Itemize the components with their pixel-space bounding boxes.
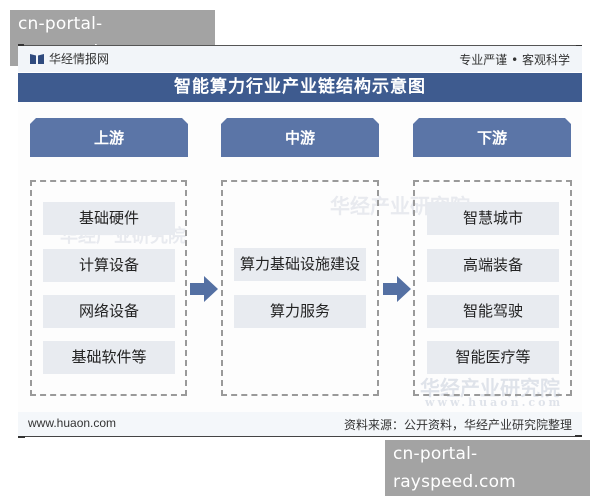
upstream-container <box>30 180 187 396</box>
downstream-item: 智能医疗等 <box>427 341 559 374</box>
site-watermark-bottom: cn-portal-rayspeed.com <box>385 440 590 496</box>
midstream-container <box>221 180 379 396</box>
column-header-upstream: 上游 <box>30 118 188 157</box>
downstream-item: 智能驾驶 <box>427 295 559 328</box>
arrow-right-icon <box>190 276 218 302</box>
book-logo-icon <box>30 53 44 64</box>
bottom-rule <box>18 435 582 438</box>
upstream-item: 网络设备 <box>43 295 175 328</box>
source-note: 资料来源：公开资料，华经产业研究院整理 <box>343 418 572 432</box>
column-header-midstream: 中游 <box>221 118 379 157</box>
footer: www.huaon.com 资料来源：公开资料，华经产业研究院整理 <box>18 412 582 436</box>
upstream-item: 基础硬件 <box>43 202 175 235</box>
footer-url: www.huaon.com <box>28 416 117 430</box>
chart-title: 智能算力行业产业链结构示意图 <box>18 73 582 102</box>
downstream-item: 高端装备 <box>427 249 559 282</box>
downstream-container <box>413 180 572 396</box>
slogan: 专业严谨 • 客观科学 <box>459 53 570 67</box>
midstream-item: 算力基础设施建设 <box>234 248 366 281</box>
arrow-right-icon <box>383 276 411 302</box>
midstream-item: 算力服务 <box>234 295 366 328</box>
column-header-downstream: 下游 <box>413 118 571 157</box>
upstream-item: 计算设备 <box>43 249 175 282</box>
upstream-item: 基础软件等 <box>43 341 175 374</box>
brand-name: 华经情报网 <box>49 52 110 66</box>
brand: 华经情报网 <box>30 50 109 67</box>
downstream-item: 智慧城市 <box>427 202 559 235</box>
card-header: 华经情报网 专业严谨 • 客观科学 <box>18 46 582 72</box>
